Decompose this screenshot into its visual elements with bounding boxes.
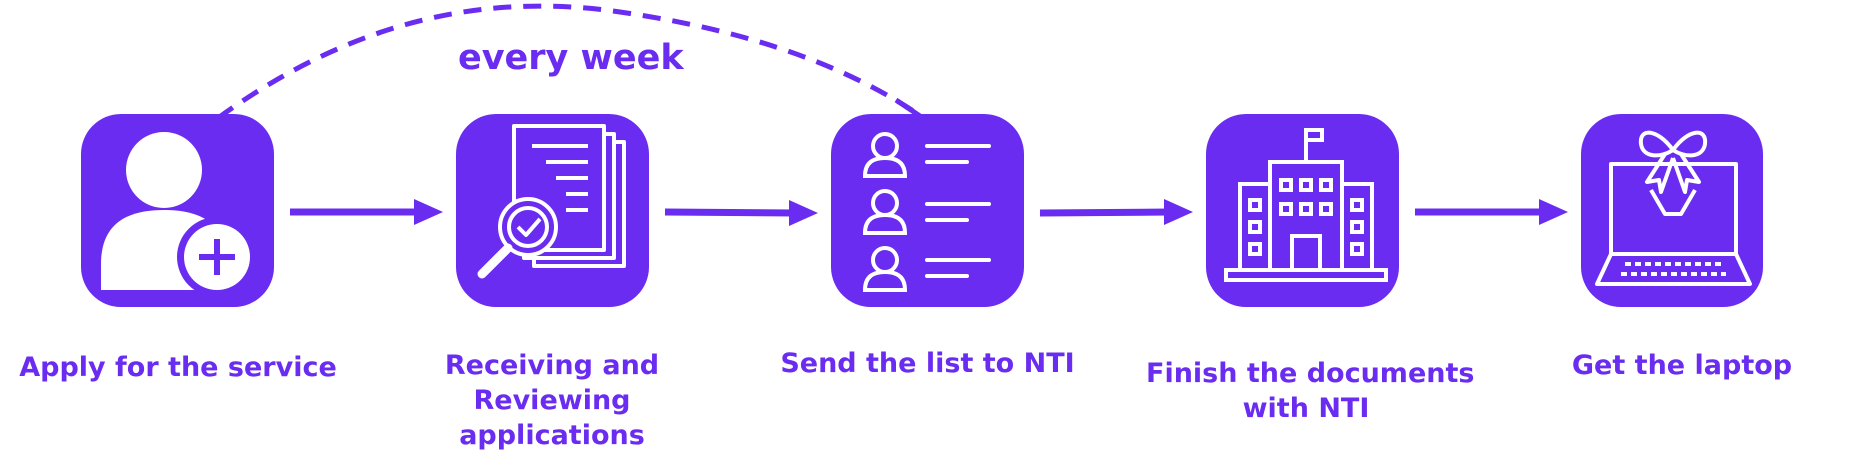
step-3-icon-tile (831, 114, 1024, 307)
laptop-gift-icon (1595, 130, 1752, 286)
add-user-icon (101, 132, 257, 297)
building-icon (1224, 128, 1388, 282)
step-4-label-line-2: with NTI (1242, 393, 1370, 424)
step-2-label-line-2: Reviewing (473, 385, 631, 416)
step-1-icon-tile (81, 114, 274, 307)
step-4-label-line-1: Finish the documents (1146, 358, 1475, 389)
step-2-icon-tile (456, 114, 649, 307)
repeat-dashed-arrow (216, 3, 917, 121)
connector-arrow-2 (664, 200, 818, 226)
step-5-label: Get the laptop (1522, 348, 1842, 383)
step-1-label: Apply for the service (18, 350, 338, 385)
repeat-label: every week (458, 38, 684, 78)
step-2-label-line-1: Receiving and (444, 350, 660, 381)
step-5-icon-tile (1581, 114, 1763, 307)
connector-arrow-1 (290, 199, 443, 225)
step-1-label-line-1: Apply for the service (19, 352, 337, 383)
step-5-label-line-1: Get the laptop (1571, 350, 1793, 381)
document-review-icon (477, 124, 626, 279)
user-list-icon (862, 132, 991, 292)
step-2-label: Receiving and Reviewing applications (392, 348, 712, 453)
step-2-label-line-3: applications (459, 420, 645, 451)
connector-arrow-3 (1039, 199, 1193, 225)
step-3-label: Send the list to NTI (765, 346, 1090, 381)
connector-arrow-4 (1415, 199, 1568, 225)
step-4-label: Finish the documents with NTI (1146, 356, 1475, 426)
step-4-icon-tile (1206, 114, 1399, 307)
step-3-label-line-1: Send the list to NTI (780, 348, 1075, 379)
